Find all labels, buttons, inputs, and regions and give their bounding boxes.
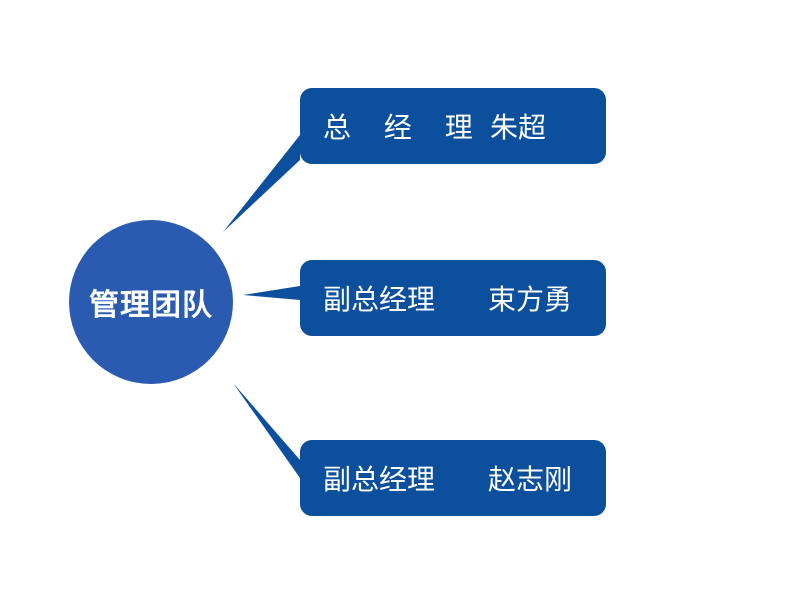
connector-bottom bbox=[233, 383, 300, 478]
member-role: 副总经理 bbox=[323, 283, 436, 316]
center-label: 管理团队 bbox=[89, 288, 213, 323]
member-name: 赵志刚 bbox=[488, 463, 573, 496]
center-node: 管理团队 bbox=[69, 220, 233, 384]
member-role: 总 经 理 bbox=[323, 111, 485, 144]
member-box-deputy-manager-1: 副总经理 束方勇 bbox=[300, 260, 606, 336]
connector-top bbox=[223, 135, 300, 232]
member-role: 副总经理 bbox=[323, 463, 436, 496]
connector-middle bbox=[243, 286, 300, 300]
member-name: 束方勇 bbox=[488, 283, 573, 316]
member-box-general-manager: 总 经 理 朱超 bbox=[300, 88, 606, 164]
member-box-deputy-manager-2: 副总经理 赵志刚 bbox=[300, 440, 606, 516]
member-name: 朱超 bbox=[490, 111, 547, 144]
